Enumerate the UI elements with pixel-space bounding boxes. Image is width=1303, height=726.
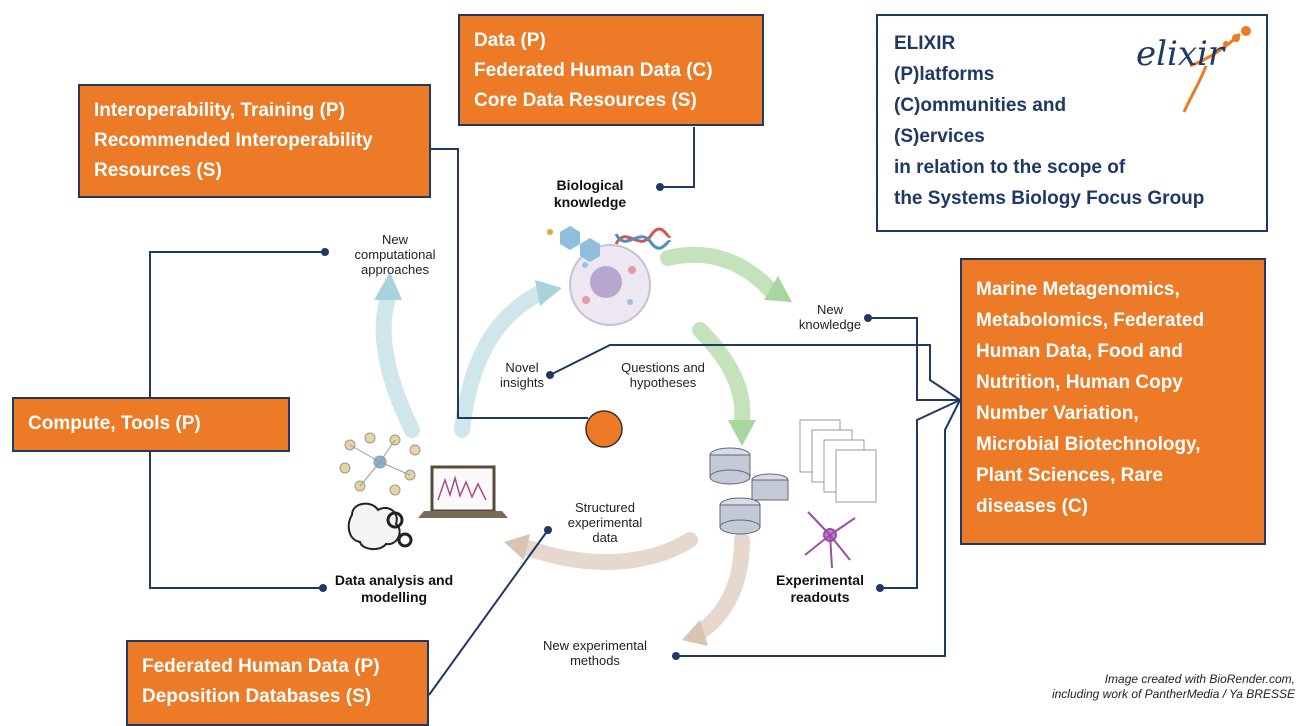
network-icon	[339, 432, 421, 496]
label-line: hypotheses	[629, 375, 697, 390]
database-icon	[709, 447, 789, 535]
orange-node-circle	[585, 410, 623, 448]
box-line: Resources (S)	[94, 160, 222, 181]
molecule-icon	[547, 226, 600, 262]
label-line: readouts	[790, 589, 850, 605]
legend-line: (P)latforms	[894, 64, 995, 85]
cycle-arrow-blue	[374, 272, 562, 438]
label-structured-data: Structured experimental data	[560, 500, 650, 545]
box-federated-deposition: Federated Human Data (P) Deposition Data…	[126, 640, 429, 726]
label-line: Structured	[575, 500, 635, 515]
label-line: Questions and	[621, 360, 705, 375]
label-line: methods	[570, 653, 620, 668]
label-experimental-readouts: Experimental readouts	[760, 572, 880, 606]
brain-gears-icon	[347, 502, 413, 550]
cell-icon	[569, 244, 651, 326]
label-line: Data analysis and	[334, 572, 454, 588]
box-line: Human Data, Food and	[976, 341, 1183, 362]
box-line: Metabolomics, Federated	[976, 310, 1205, 331]
neuron-icon	[804, 511, 856, 569]
label-line: Biological	[556, 177, 624, 193]
legend-line: in relation to the scope of	[894, 157, 1126, 178]
label-novel-insights: Novel insights	[494, 360, 550, 390]
label-line: modelling	[360, 589, 428, 605]
cycle-arrow-green	[660, 246, 792, 446]
box-line: Plant Sciences, Rare	[976, 465, 1163, 486]
credit-line: Image created with BioRender.com,	[1104, 672, 1295, 686]
label-new-computational: New computational approaches	[340, 232, 450, 277]
label-line: insights	[499, 375, 545, 390]
label-line: Experimental	[776, 572, 864, 588]
label-data-analysis: Data analysis and modelling	[320, 572, 468, 606]
legend-line: ELIXIR	[894, 33, 956, 54]
box-line: Federated Human Data (P)	[142, 656, 380, 677]
label-line: New	[816, 302, 843, 317]
laptop-icon	[418, 465, 508, 518]
label-line: knowledge	[798, 317, 862, 332]
label-line: New experimental	[542, 638, 648, 653]
box-line: Federated Human Data (C)	[474, 60, 713, 81]
box-compute-tools: Compute, Tools (P)	[12, 397, 290, 452]
box-line: Microbial Biotechnology,	[976, 434, 1201, 455]
label-line: Novel	[505, 360, 539, 375]
elixir-logo-text: elixir	[1136, 34, 1225, 74]
box-line: Interoperability, Training (P)	[94, 100, 345, 121]
box-line: Deposition Databases (S)	[142, 686, 372, 707]
label-line: experimental	[567, 515, 643, 530]
box-communities: Marine Metagenomics, Metabolomics, Feder…	[960, 258, 1266, 545]
legend-line: (C)ommunities and	[894, 95, 1067, 116]
box-interoperability: Interoperability, Training (P) Recommend…	[78, 84, 431, 198]
credit-line: including work of PantherMedia / Ya BRES…	[1051, 687, 1295, 701]
label-line: data	[592, 530, 618, 545]
legend-line: the Systems Biology Focus Group	[894, 188, 1205, 209]
image-credit: Image created with BioRender.com, includ…	[1052, 672, 1295, 702]
label-new-knowledge: New knowledge	[790, 302, 870, 332]
label-line: New	[381, 232, 408, 247]
elixir-logo-mark	[1182, 26, 1251, 113]
elixir-legend-box: ELIXIR (P)latforms (C)ommunities and (S)…	[876, 14, 1268, 232]
box-line: Nutrition, Human Copy	[976, 372, 1183, 393]
label-line: knowledge	[553, 194, 627, 210]
box-line: Compute, Tools (P)	[28, 413, 201, 434]
legend-line: (S)ervices	[894, 126, 985, 147]
box-line: Core Data Resources (S)	[474, 90, 697, 111]
label-line: approaches	[361, 262, 429, 277]
elixir-logo: elixir	[1136, 24, 1224, 84]
label-questions-hypotheses: Questions and hypotheses	[608, 360, 718, 390]
connector-lines	[149, 127, 961, 696]
box-line: Number Variation,	[976, 403, 1139, 424]
label-new-experimental-methods: New experimental methods	[530, 638, 660, 668]
cycle-arrow-tan	[504, 532, 750, 646]
box-line: Marine Metagenomics,	[976, 279, 1180, 300]
box-line: diseases (C)	[976, 496, 1088, 517]
label-biological-knowledge: Biological knowledge	[540, 177, 640, 211]
label-line: computational	[354, 247, 436, 262]
dna-icon	[614, 227, 672, 250]
box-line: Data (P)	[474, 30, 546, 51]
documents-icon	[799, 419, 877, 503]
box-data-resources: Data (P) Federated Human Data (C) Core D…	[458, 14, 764, 126]
box-line: Recommended Interoperability	[94, 130, 373, 151]
